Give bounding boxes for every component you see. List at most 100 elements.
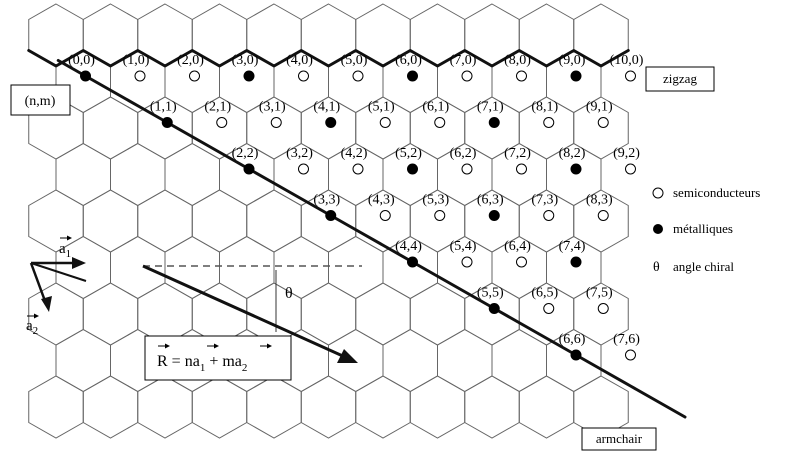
semiconductor-node xyxy=(625,163,636,175)
semiconductor-node xyxy=(434,117,446,128)
lattice-hexagon xyxy=(246,189,302,253)
lattice-hexagon xyxy=(355,282,411,346)
semiconductor-node xyxy=(134,70,146,82)
index-label: (3,1) xyxy=(259,100,286,115)
legend: semiconducteurs métalliques θ angle chir… xyxy=(652,185,760,275)
lattice-hexagon xyxy=(300,282,357,346)
index-label: (6,2) xyxy=(450,146,477,161)
index-label: (7,2) xyxy=(504,146,531,161)
metallic-node xyxy=(570,163,582,175)
semiconductor-node xyxy=(625,349,636,361)
lattice-hexagon xyxy=(137,189,193,253)
legend-metallic-label: métalliques xyxy=(673,221,733,236)
index-label: (9,2) xyxy=(613,146,640,161)
metallic-node xyxy=(570,349,582,361)
semiconductor-node xyxy=(379,117,391,128)
metallic-node xyxy=(570,70,582,82)
nm-box xyxy=(10,84,71,116)
index-label: (7,1) xyxy=(477,100,504,115)
armchair-label: armchair xyxy=(596,431,643,446)
index-label: (9,1) xyxy=(586,100,613,115)
honeycomb-lattice xyxy=(28,3,629,439)
lattice-hexagon xyxy=(300,375,357,439)
semiconductor-node xyxy=(379,210,391,221)
legend-theta-symbol: θ xyxy=(653,260,660,275)
chiral-vector-arrowhead xyxy=(337,349,358,363)
index-label: (4,3) xyxy=(368,193,395,208)
index-label: (4,1) xyxy=(313,100,340,115)
semiconductor-node xyxy=(434,210,446,221)
semiconductor-node xyxy=(461,163,473,175)
metallic-node xyxy=(161,117,173,128)
a2-vector-arrow xyxy=(29,262,47,302)
metallic-node xyxy=(243,163,255,175)
a1-label-overarrow-head xyxy=(67,235,72,241)
formula-r-overarrow-head xyxy=(165,343,170,349)
semiconductor-node xyxy=(461,256,473,268)
index-nodes xyxy=(80,70,636,361)
theta-label: θ xyxy=(285,285,293,302)
semiconductor-node xyxy=(352,70,364,82)
semiconductor-node xyxy=(543,303,555,314)
lattice-hexagon xyxy=(464,375,520,439)
index-label: (6,6) xyxy=(559,332,586,347)
index-label: (7,5) xyxy=(586,286,613,301)
metallic-node xyxy=(80,70,91,82)
index-label: (5,2) xyxy=(395,146,422,161)
chiral-vector-arrow xyxy=(142,264,346,359)
semiconductor-node xyxy=(543,210,555,221)
formula-box xyxy=(144,335,292,381)
semiconductor-node xyxy=(597,303,609,314)
lattice-hexagon xyxy=(28,189,84,253)
lattice-hexagon xyxy=(437,328,493,393)
index-label: (5,3) xyxy=(422,193,449,208)
semiconductor-node xyxy=(352,163,364,175)
index-label: (1,1) xyxy=(150,100,177,115)
index-label: (6,4) xyxy=(504,239,531,254)
lattice-hexagon xyxy=(219,235,275,300)
index-label: (6,5) xyxy=(531,286,558,301)
a2-label: a2 xyxy=(26,318,38,337)
nm-box-label: (n,m) xyxy=(25,94,56,109)
semiconductor-node xyxy=(516,163,527,175)
lattice-hexagon xyxy=(518,375,575,439)
index-label: (9,0) xyxy=(559,53,586,68)
metallic-node xyxy=(407,163,418,175)
index-label: (6,3) xyxy=(477,193,504,208)
metallic-node xyxy=(407,256,418,268)
semiconductor-node xyxy=(270,117,282,128)
a2-label-overarrow-head xyxy=(34,313,39,319)
index-label: (1,0) xyxy=(123,53,150,68)
zigzag-label: zigzag xyxy=(663,71,697,86)
semiconductor-node xyxy=(516,256,527,268)
lattice-hexagon xyxy=(55,142,111,207)
lattice-hexagon xyxy=(82,96,139,160)
a1-vector-arrowhead xyxy=(72,257,86,269)
index-label: (8,1) xyxy=(531,100,558,115)
index-label: (6,0) xyxy=(395,53,422,68)
lattice-hexagon xyxy=(355,375,411,439)
semiconductor-node xyxy=(516,70,527,82)
a2-vector-arrowhead xyxy=(41,296,52,312)
formula-a2-overarrow-head xyxy=(267,343,272,349)
lattice-hexagon xyxy=(110,142,166,207)
index-label: (8,3) xyxy=(586,193,613,208)
lattice-hexagon xyxy=(82,282,139,346)
semiconductor-node xyxy=(625,70,636,82)
lattice-hexagon xyxy=(328,328,384,393)
lattice-hexagon xyxy=(82,375,139,439)
semiconductor-node xyxy=(597,117,609,128)
index-label: (2,2) xyxy=(232,146,259,161)
index-label: (0,0) xyxy=(68,53,95,68)
metallic-node xyxy=(570,256,582,268)
legend-semiconductors-label: semiconducteurs xyxy=(673,185,760,200)
metallic-node xyxy=(488,303,500,314)
metallic-node xyxy=(488,117,500,128)
lattice-hexagon xyxy=(382,328,438,393)
index-label: (5,1) xyxy=(368,100,395,115)
semiconductor-node xyxy=(298,70,309,82)
metallic-node xyxy=(407,70,418,82)
a1-label: a1 xyxy=(59,241,71,260)
index-label: (3,2) xyxy=(286,146,313,161)
index-label: (10,0) xyxy=(610,53,644,68)
